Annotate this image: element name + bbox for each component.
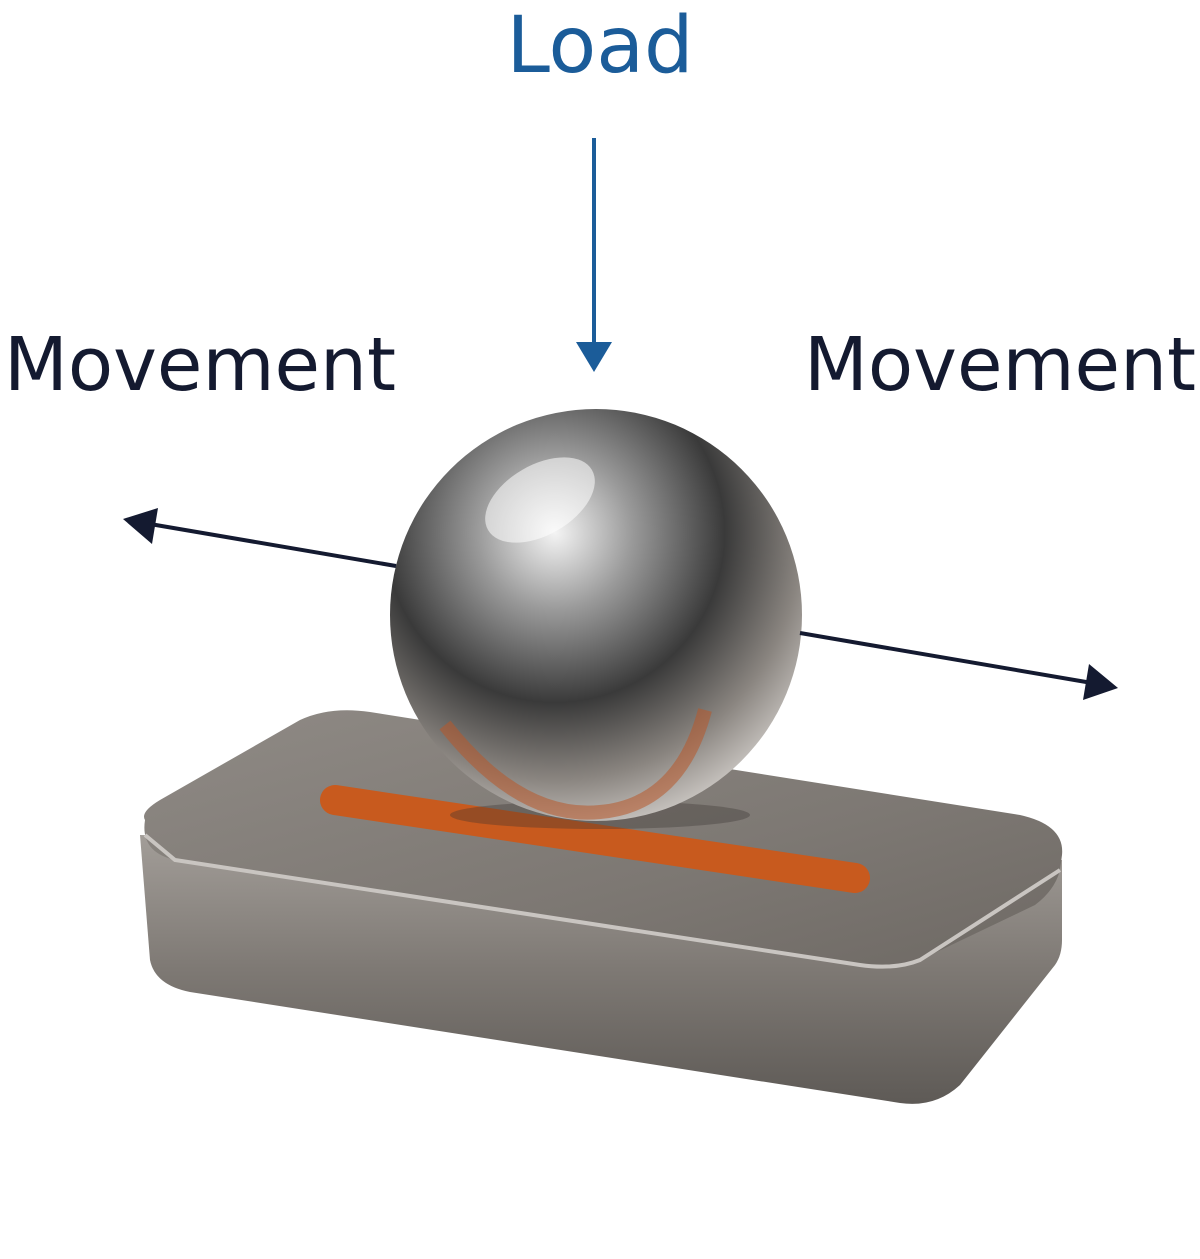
movement-arrow-right-head (1083, 664, 1118, 700)
load-arrow-head (576, 342, 612, 372)
base-plate (140, 710, 1063, 1104)
movement-arrow-right (799, 631, 1093, 685)
steel-ball (390, 409, 802, 829)
movement-right-label: Movement (804, 322, 1196, 408)
movement-left-label: Movement (4, 322, 396, 408)
orange-slot (320, 785, 870, 893)
movement-arrow-left (149, 522, 397, 568)
load-label: Load (506, 1, 693, 91)
movement-arrow-left-head (123, 508, 158, 544)
